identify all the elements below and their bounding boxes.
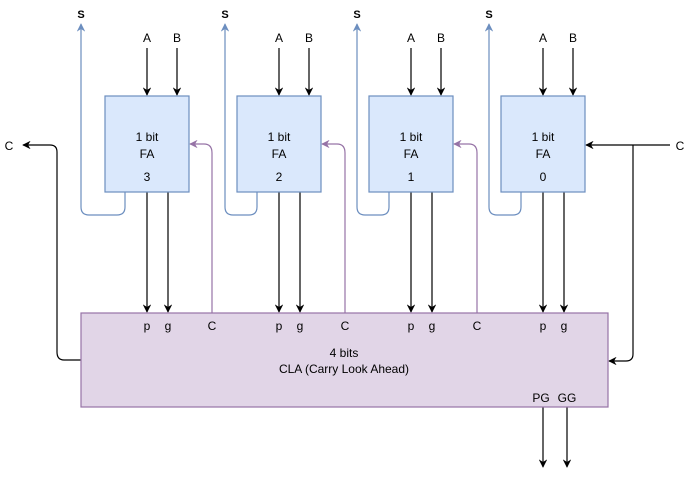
group-output-wires bbox=[538, 407, 572, 468]
cla-p-label-3: p bbox=[144, 319, 151, 333]
full-adder-subtitle: FA bbox=[140, 147, 155, 161]
input-a-label-1: A bbox=[407, 31, 415, 45]
cla-p-label-1: p bbox=[408, 319, 415, 333]
full-adder-title: 1 bit bbox=[136, 130, 159, 144]
cla-block: 4 bits CLA (Carry Look Ahead) p g C p g … bbox=[80, 312, 609, 408]
full-adder-box bbox=[500, 95, 586, 193]
full-adder-index: 0 bbox=[540, 170, 547, 184]
full-adder-box bbox=[236, 95, 322, 193]
full-adder-0: 1 bit FA 0 bbox=[500, 95, 586, 193]
full-adder-2: 1 bit FA 2 bbox=[236, 95, 322, 193]
input-b-label-3: B bbox=[173, 31, 181, 45]
top-labels: S A B S A B S A B S A B bbox=[77, 9, 577, 45]
full-adder-3: 1 bit FA 3 bbox=[104, 95, 190, 193]
input-wires bbox=[142, 48, 578, 96]
cla-carry-label-3: C bbox=[208, 319, 217, 333]
full-adder-1: 1 bit FA 1 bbox=[368, 95, 454, 193]
carry-out-label: C bbox=[5, 139, 14, 153]
carry-in-label: C bbox=[676, 139, 685, 153]
sum-wire-3 bbox=[76, 23, 126, 216]
input-b-label-2: B bbox=[305, 31, 313, 45]
sum-wire-0 bbox=[484, 23, 522, 216]
cla-gg-label: GG bbox=[558, 391, 577, 405]
sum-label-1: S bbox=[353, 9, 360, 21]
carry-in-cla-wire bbox=[608, 145, 634, 366]
full-adder-title: 1 bit bbox=[532, 130, 555, 144]
carry-wire-2 bbox=[321, 139, 346, 313]
full-adder-index: 1 bbox=[408, 170, 415, 184]
full-adder-index: 2 bbox=[276, 170, 283, 184]
cla-g-label-1: g bbox=[429, 319, 436, 333]
input-a-label-0: A bbox=[539, 31, 547, 45]
cla-g-label-3: g bbox=[165, 319, 172, 333]
cla-p-label-2: p bbox=[276, 319, 283, 333]
carry-wire-3 bbox=[189, 139, 213, 313]
sum-wires bbox=[76, 23, 522, 216]
full-adder-subtitle: FA bbox=[536, 147, 551, 161]
input-b-label-0: B bbox=[569, 31, 577, 45]
input-a-label-3: A bbox=[143, 31, 151, 45]
carry-out-wire bbox=[22, 140, 81, 361]
cla-g-label-2: g bbox=[297, 319, 304, 333]
full-adder-box bbox=[104, 95, 190, 193]
cla-box bbox=[80, 312, 609, 408]
sum-label-0: S bbox=[485, 9, 492, 21]
cla-subtitle: CLA (Carry Look Ahead) bbox=[279, 362, 409, 376]
pg-wires bbox=[142, 192, 569, 313]
full-adder-subtitle: FA bbox=[272, 147, 287, 161]
full-adder-title: 1 bit bbox=[400, 130, 423, 144]
carry-wires bbox=[189, 139, 478, 313]
sum-wire-1 bbox=[352, 23, 390, 216]
carry-wire-1 bbox=[453, 139, 478, 313]
sum-label-3: S bbox=[77, 9, 84, 21]
input-a-label-2: A bbox=[275, 31, 283, 45]
sum-wire-2 bbox=[220, 23, 258, 216]
cla-carry-label-2: C bbox=[341, 319, 350, 333]
full-adder-title: 1 bit bbox=[268, 130, 291, 144]
full-adder-subtitle: FA bbox=[404, 147, 419, 161]
cla-p-label-0: p bbox=[540, 319, 547, 333]
cla-title: 4 bits bbox=[330, 346, 359, 360]
input-b-label-1: B bbox=[437, 31, 445, 45]
cla-g-label-0: g bbox=[561, 319, 568, 333]
sum-label-2: S bbox=[221, 9, 228, 21]
cla-pg-label: PG bbox=[532, 391, 549, 405]
cla-carry-label-1: C bbox=[473, 319, 482, 333]
full-adder-index: 3 bbox=[144, 170, 151, 184]
carry-io-wires bbox=[22, 140, 670, 366]
full-adder-box bbox=[368, 95, 454, 193]
